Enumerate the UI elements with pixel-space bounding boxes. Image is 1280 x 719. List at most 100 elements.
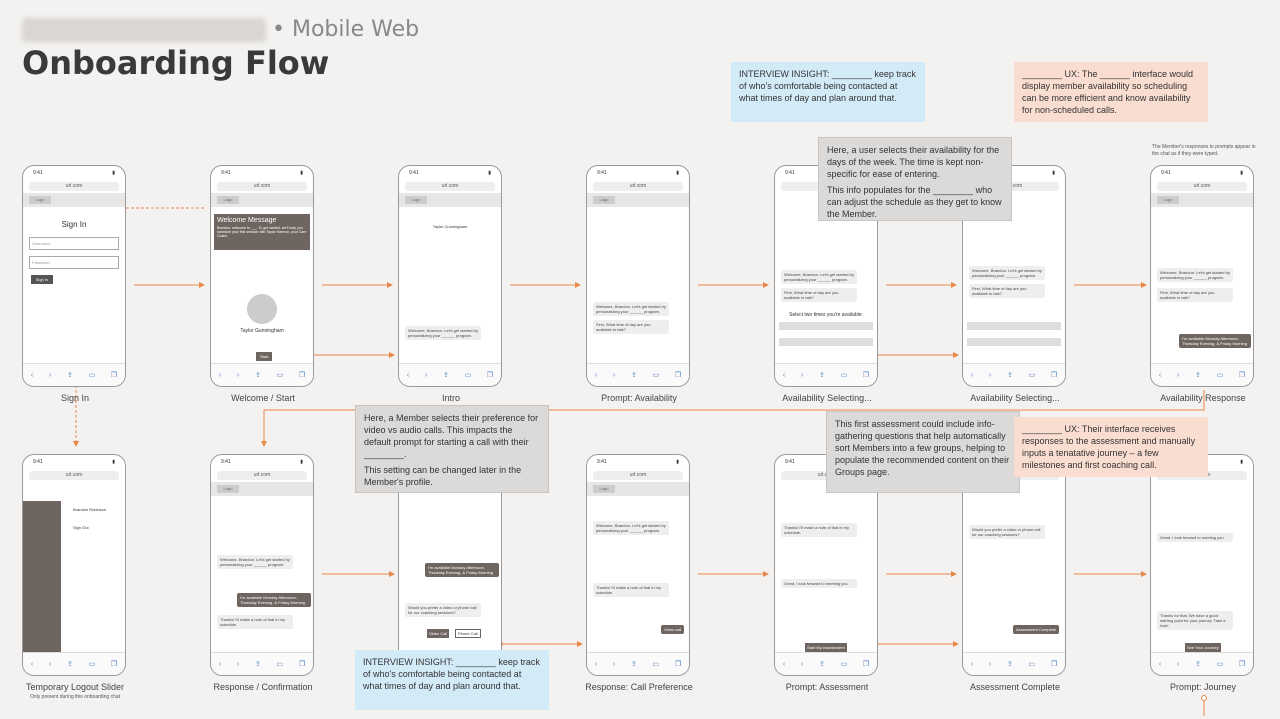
url-bar[interactable]: url.com xyxy=(1157,182,1247,191)
day-buttons[interactable] xyxy=(967,322,1061,330)
logo: Logo xyxy=(217,485,239,493)
username-field[interactable]: Username xyxy=(29,237,119,250)
screen-label: Welcome / Start xyxy=(231,393,295,403)
coach-label: Taylor Cunningham xyxy=(432,224,468,229)
phone-call-preference: 9:41▮ url.com Logo Welcome, Brandon. Let… xyxy=(586,454,690,676)
phone-welcome: 9:41▮ url.com Logo Welcome Message Brand… xyxy=(210,165,314,387)
chat-reply: Assessment Complete xyxy=(1013,625,1060,634)
note-assessment: This first assessment could include info… xyxy=(826,411,1020,493)
sign-in-button[interactable]: Sign In xyxy=(31,275,53,284)
screen-label: Temporary Logout Slider xyxy=(25,682,125,692)
note-interview-insight-bottom: INTERVIEW INSIGHT: ________ keep track o… xyxy=(355,650,549,710)
screen-label: Sign In xyxy=(60,393,90,403)
note-interview-insight-top: INTERVIEW INSIGHT: ________ keep track o… xyxy=(731,62,925,122)
url-bar[interactable]: url.com xyxy=(29,471,119,480)
logo: Logo xyxy=(593,485,615,493)
chat-bubble: Welcome, Brandon. Let's get started by p… xyxy=(593,521,669,535)
url-bar[interactable]: url.com xyxy=(217,471,307,480)
browser-toolbar: ‹›⇪▭❐ xyxy=(23,363,125,386)
url-bar[interactable]: url.com xyxy=(217,182,307,191)
browser-toolbar: ‹›⇪▭❐ xyxy=(775,652,877,675)
sign-out-link[interactable]: Sign Out xyxy=(73,525,89,530)
chat-bubble: Welcome, Brandon. Let's get started by p… xyxy=(217,555,293,569)
logo: Logo xyxy=(405,196,427,204)
time-buttons[interactable] xyxy=(967,338,1061,346)
screen-sublabel: Only present during this onboarding chat xyxy=(30,694,121,700)
time-buttons[interactable] xyxy=(779,338,873,346)
url-bar[interactable]: url.com xyxy=(593,182,683,191)
page-title: Onboarding Flow xyxy=(22,44,330,82)
chat-bubble: First, What time of day are you availabl… xyxy=(781,288,857,302)
chat-bubble: Great, I look forward to meeting you. xyxy=(781,579,857,588)
note-ux-interface-bottom: ________ UX: Their interface receives re… xyxy=(1014,417,1208,477)
phone-logout-slider: 9:41▮ url.com Brandon Robinson Sign Out … xyxy=(22,454,126,676)
phone-availability-response: 9:41▮ url.com Logo Welcome, Brandon. Let… xyxy=(1150,165,1254,387)
logo: Logo xyxy=(29,196,51,204)
browser-toolbar: ‹›⇪▭❐ xyxy=(211,363,313,386)
video-call-button[interactable]: Video Call xyxy=(427,629,450,638)
browser-toolbar: ‹›⇪▭❐ xyxy=(399,363,501,386)
phone-prompt-availability: 9:41▮ url.com Logo Welcome, Brandon. Let… xyxy=(586,165,690,387)
screen-label: Prompt: Availability xyxy=(601,393,677,403)
browser-toolbar: ‹›⇪▭❐ xyxy=(775,363,877,386)
url-bar[interactable]: url.com xyxy=(969,182,1059,191)
url-bar[interactable]: url.com xyxy=(593,471,683,480)
chat-reply: I'm available Monday Afternoon, Thursday… xyxy=(1179,334,1251,348)
screen-label: Response: Call Preference xyxy=(585,682,693,692)
screen-label: Prompt: Assessment xyxy=(785,682,869,692)
browser-toolbar: ‹›⇪▭❐ xyxy=(963,363,1065,386)
day-buttons[interactable] xyxy=(779,322,873,330)
chat-bubble: Great, I look forward to meeting you. xyxy=(1157,533,1233,542)
chat-bubble: Welcome, Brandon. Let's get started by p… xyxy=(405,326,481,340)
browser-toolbar: ‹›⇪▭❐ xyxy=(23,652,125,675)
chat-bubble: Would you prefer a video or phone call f… xyxy=(405,603,481,617)
chat-bubble: Welcome, Brandon. Let's get started by p… xyxy=(969,266,1045,280)
chat-reply: I'm available Monday Afternoon, Thursday… xyxy=(237,593,311,607)
phone-sign-in: 9:41▮ url.com Logo Sign In Username Pass… xyxy=(22,165,126,387)
browser-toolbar: ‹›⇪▭❐ xyxy=(211,652,313,675)
phone-call-button[interactable]: Phone Call xyxy=(455,629,481,638)
browser-toolbar: ‹›⇪▭❐ xyxy=(963,652,1065,675)
screen-label: Availability Response xyxy=(1160,393,1246,403)
chat-bubble: Welcome, Brandon. Let's get started by p… xyxy=(1157,268,1233,282)
screen-label: Assessment Complete xyxy=(969,682,1061,692)
select-prompt: Select two times you're available: xyxy=(789,312,863,318)
welcome-text: Brandon, welcome to ___. To get started,… xyxy=(217,226,307,238)
see-journey-button[interactable]: See Your Journey xyxy=(1185,643,1221,652)
logo: Logo xyxy=(1157,196,1179,204)
sign-in-heading: Sign In xyxy=(61,220,87,229)
browser-toolbar: ‹›⇪▭❐ xyxy=(1151,652,1253,675)
start-assessment-button[interactable]: Start My Assessment xyxy=(805,643,847,652)
chat-bubble: Welcome, Brandon. Let's get started by p… xyxy=(781,270,857,284)
logo: Logo xyxy=(217,196,239,204)
screen-label: Response / Confirmation xyxy=(213,682,313,692)
logout-user: Brandon Robinson xyxy=(73,507,107,512)
note-availability-text: Here, a user selects their availability … xyxy=(827,145,1000,179)
coach-name: Taylor Gunningham xyxy=(240,328,284,334)
note-responses: The Member's responses to prompts appear… xyxy=(1152,144,1256,157)
chat-bubble: First, What time of day are you availabl… xyxy=(969,284,1045,298)
browser-toolbar: ‹›⇪▭❐ xyxy=(587,652,689,675)
chat-bubble: Thanks for that. We have a good starting… xyxy=(1157,611,1233,630)
browser-toolbar: ‹›⇪▭❐ xyxy=(587,363,689,386)
phone-intro: 9:41▮ url.com Logo Taylor Cunningham Wel… xyxy=(398,165,502,387)
start-button[interactable]: Start xyxy=(256,352,273,361)
browser-toolbar: ‹›⇪▭❐ xyxy=(1151,363,1253,386)
screen-label: Availability Selecting... xyxy=(782,393,872,403)
note-call-preference: Here, a Member selects their preference … xyxy=(355,405,549,493)
phone-response-confirmation: 9:41▮ url.com Logo Welcome, Brandon. Let… xyxy=(210,454,314,676)
chat-bubble: Thanks! I'll make a note of that in my s… xyxy=(593,583,669,597)
chat-bubble: Thanks! I'll make a note of that in my s… xyxy=(781,523,857,537)
note-availability-text-2: This info populates for the ________ who… xyxy=(827,185,1002,219)
password-field[interactable]: Password xyxy=(29,256,119,269)
chat-reply: Video call xyxy=(661,625,685,634)
screen-label: Availability Selecting... xyxy=(970,393,1060,403)
chat-bubble: First, What time of day are you availabl… xyxy=(593,320,669,334)
chat-reply: I'm available Monday Afternoon, Thursday… xyxy=(425,563,499,577)
note-availability: Here, a user selects their availability … xyxy=(818,137,1012,221)
phone-prompt-journey: 9:41▮ url.com Great, I look forward to m… xyxy=(1150,454,1254,676)
note-call-preference-text: Here, a Member selects their preference … xyxy=(364,413,539,459)
url-bar[interactable]: url.com xyxy=(405,182,495,191)
chat-bubble: First, What time of day are you availabl… xyxy=(1157,288,1233,302)
url-bar[interactable]: url.com xyxy=(29,182,119,191)
